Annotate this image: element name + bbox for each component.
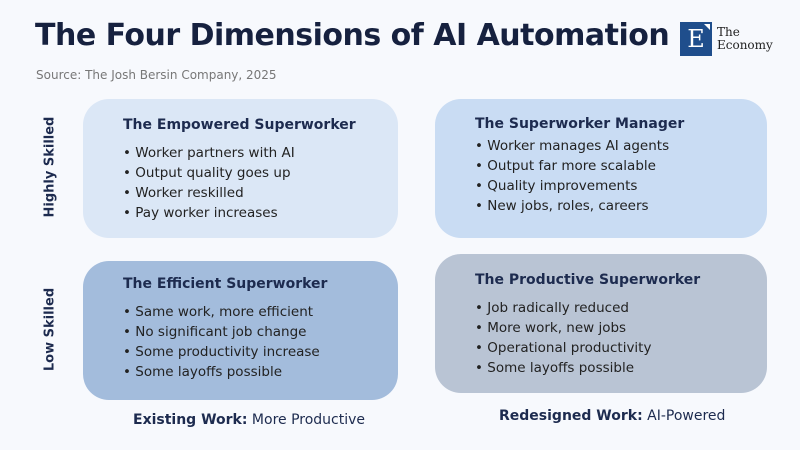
quadrant-empowered-superworker: The Empowered Superworker Worker partner… [83, 99, 398, 238]
list-item: Some productivity increase [123, 342, 398, 362]
list-item: More work, new jobs [475, 318, 767, 338]
x-label-redesigned-work: Redesigned Work: AI-Powered [499, 408, 725, 424]
quadrant-title: The Empowered Superworker [123, 117, 356, 133]
y-label-low-skilled: Low Skilled [42, 287, 58, 372]
list-item: Quality improvements [475, 176, 767, 196]
list-item: Pay worker increases [123, 203, 398, 223]
list-item: Operational productivity [475, 338, 767, 358]
x-label-rest: AI-Powered [647, 408, 726, 424]
x-label-rest: More Productive [251, 412, 366, 428]
quadrant-title: The Superworker Manager [475, 116, 685, 132]
quadrant-efficient-superworker: The Efficient Superworker Same work, mor… [83, 261, 398, 400]
logo-line1: The [717, 25, 740, 39]
x-label-bold: Existing Work: [133, 412, 248, 428]
list-item: Worker manages AI agents [475, 136, 767, 156]
quadrant-superworker-manager: The Superworker Manager Worker manages A… [435, 99, 767, 238]
y-label-highly-skilled: Highly Skilled [42, 116, 58, 218]
list-item: Job radically reduced [475, 298, 767, 318]
list-item: No significant job change [123, 322, 398, 342]
list-item: Some layoffs possible [475, 358, 767, 378]
list-item: Output quality goes up [123, 163, 398, 183]
quadrant-title: The Efficient Superworker [123, 276, 328, 292]
x-label-existing-work: Existing Work: More Productive [133, 412, 365, 428]
logo-mark: E [680, 22, 712, 56]
logo-line2: Economy [717, 38, 773, 52]
list-item: Output far more scalable [475, 156, 767, 176]
quadrant-title: The Productive Superworker [475, 272, 701, 288]
page-title: The Four Dimensions of AI Automation [35, 18, 670, 53]
list-item: Some layoffs possible [123, 362, 398, 382]
list-item: Worker partners with AI [123, 143, 398, 163]
list-item: Same work, more efficient [123, 302, 398, 322]
source-note: Source: The Josh Bersin Company, 2025 [36, 68, 277, 82]
x-label-bold: Redesigned Work: [499, 408, 643, 424]
list-item: New jobs, roles, careers [475, 196, 767, 216]
list-item: Worker reskilled [123, 183, 398, 203]
quadrant-productive-superworker: The Productive Superworker Job radically… [435, 254, 767, 393]
